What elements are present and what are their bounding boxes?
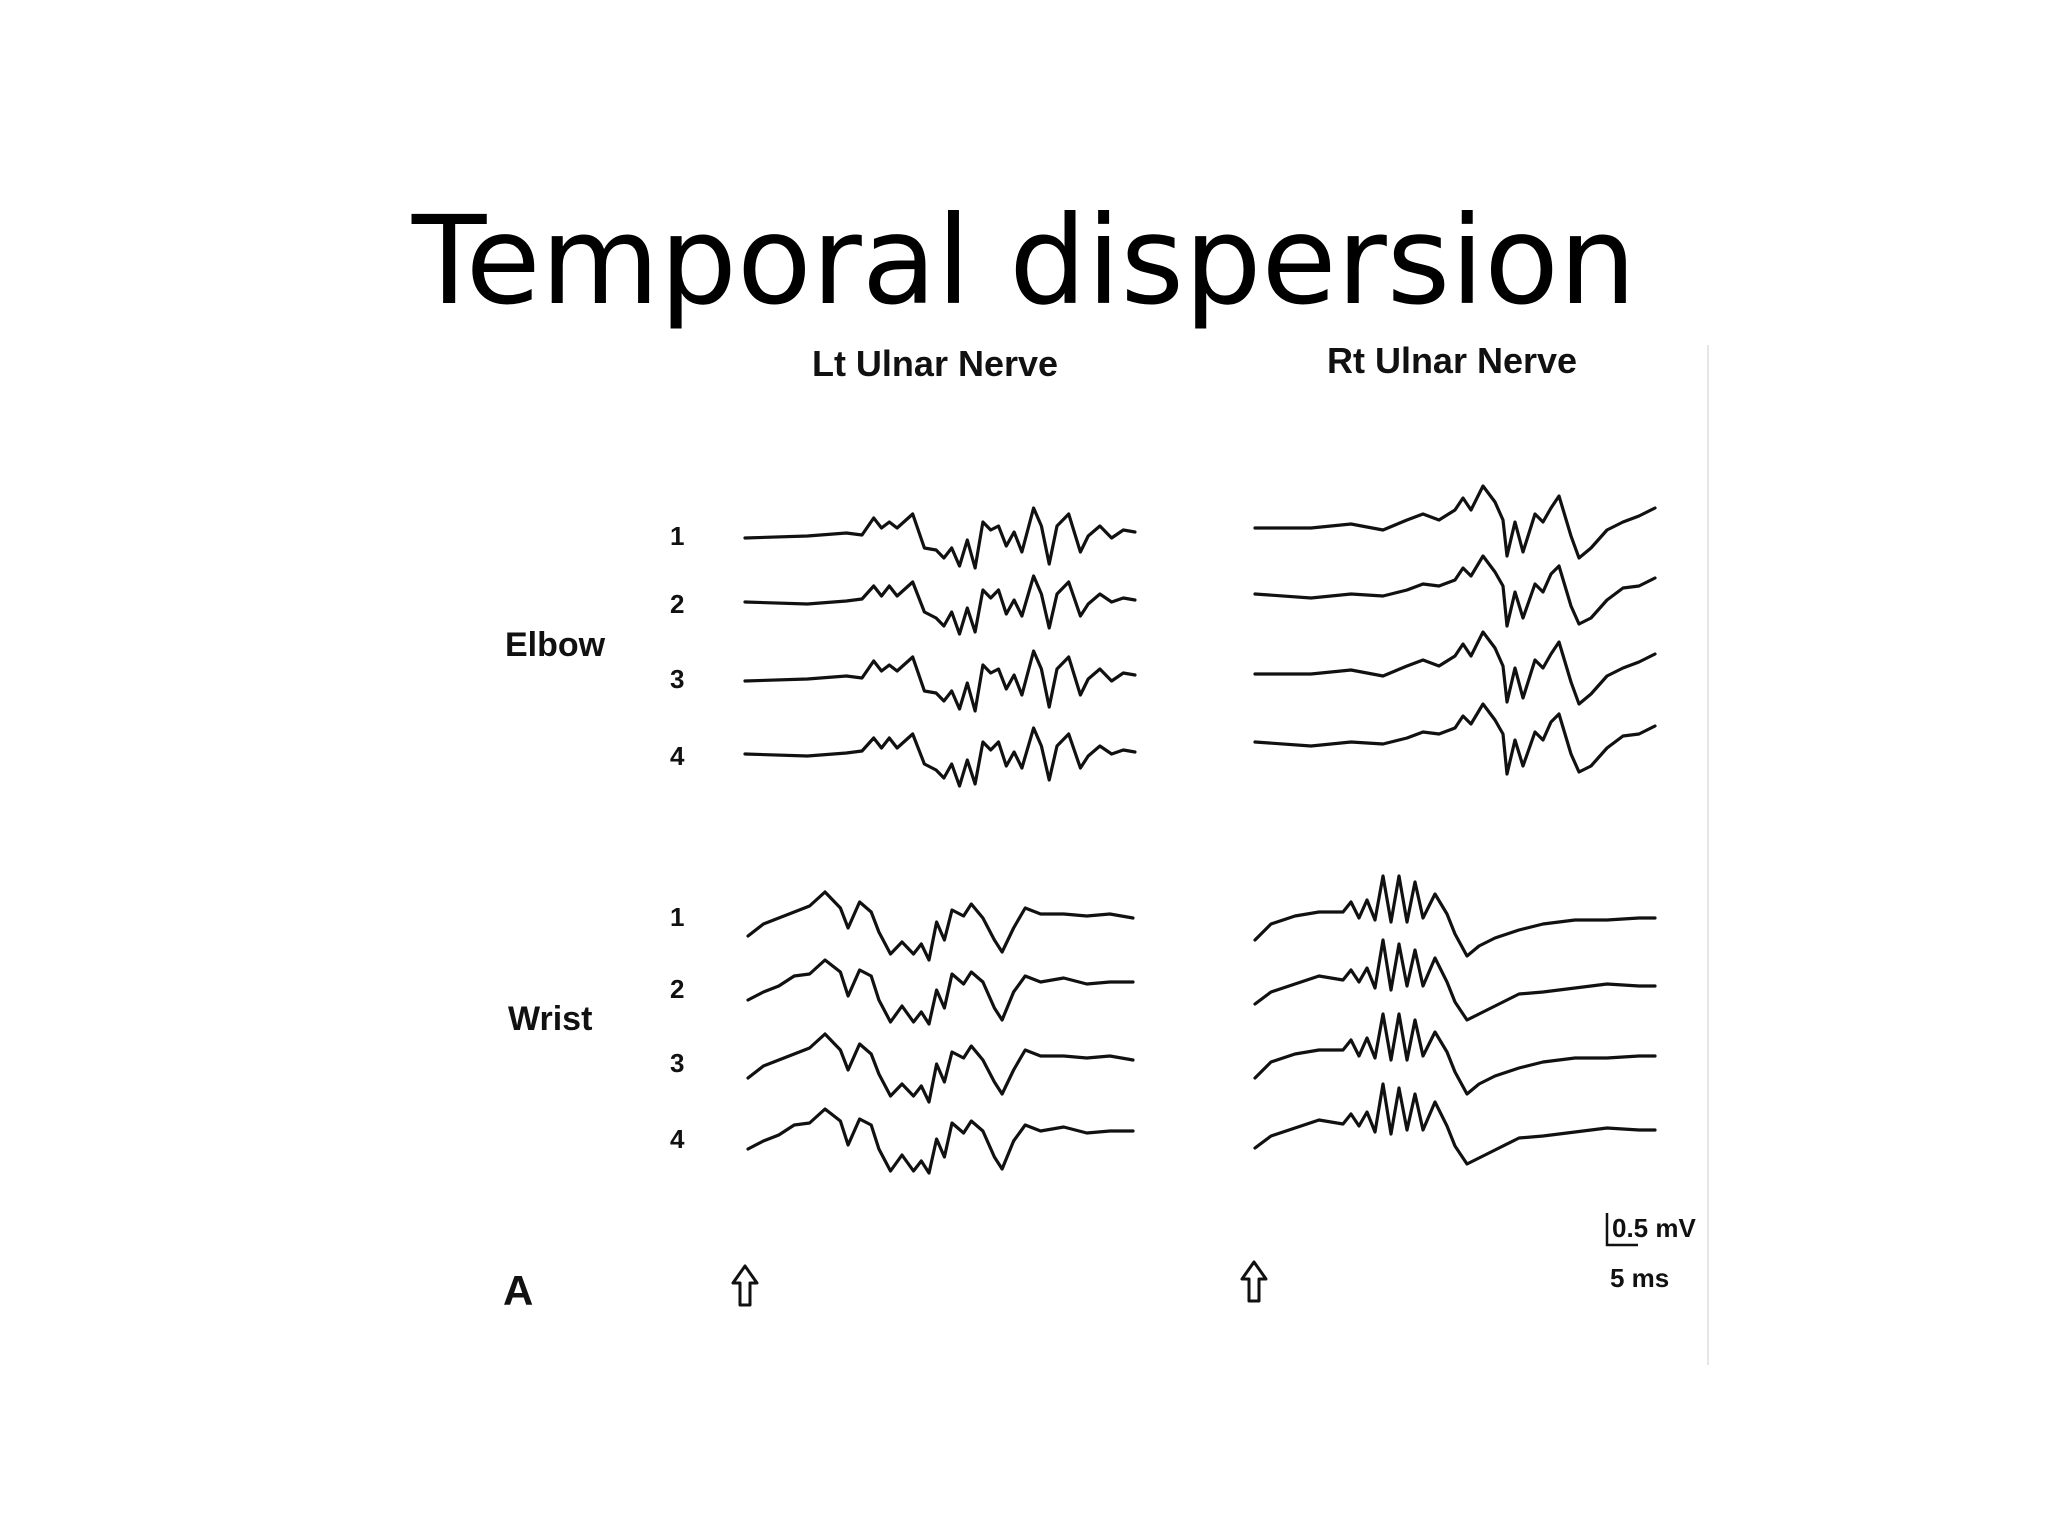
scale-time-label: 5 ms [1610,1263,1669,1293]
rWrist-trace-4 [1253,1082,1657,1166]
rElbow-trace-4 [1253,702,1657,776]
rWrist-trace-1 [1253,874,1657,958]
waveform-traces [743,484,1657,1175]
stimulus-arrow-left-icon [731,1264,759,1307]
rWrist-trace-3 [1253,1012,1657,1096]
scale-bar [1605,1213,1638,1247]
wrist-trace-number-4: 4 [670,1124,685,1154]
rElbow-trace-2 [1253,554,1657,628]
lWrist-trace-3 [746,1032,1135,1104]
column-label-lt-ulnar: Lt Ulnar Nerve [812,343,1058,384]
group-label-elbow: Elbow [505,626,606,664]
lElbow-trace-4 [743,726,1137,788]
wrist-trace-number-1: 1 [670,902,684,932]
elbow-trace-number-2: 2 [670,589,684,619]
lWrist-trace-4 [746,1107,1135,1175]
group-label-wrist: Wrist [508,1000,592,1038]
stimulus-arrow-right-icon [1240,1260,1268,1303]
rWrist-trace-2 [1253,938,1657,1022]
rElbow-trace-3 [1253,630,1657,706]
lElbow-trace-2 [743,574,1137,636]
lElbow-trace-1 [743,506,1137,570]
panel-letter: A [503,1267,533,1314]
elbow-trace-number-1: 1 [670,521,684,551]
elbow-trace-number-4: 4 [670,741,685,771]
wrist-trace-number-3: 3 [670,1048,684,1078]
wrist-trace-number-2: 2 [670,974,684,1004]
column-label-rt-ulnar: Rt Ulnar Nerve [1327,340,1577,381]
lWrist-trace-1 [746,890,1135,962]
lWrist-trace-2 [746,958,1135,1026]
elbow-trace-number-3: 3 [670,664,684,694]
scale-amplitude-label: 0.5 mV [1612,1213,1696,1243]
rElbow-trace-1 [1253,484,1657,560]
lElbow-trace-3 [743,649,1137,713]
slide-title: Temporal dispersion [411,189,1637,332]
